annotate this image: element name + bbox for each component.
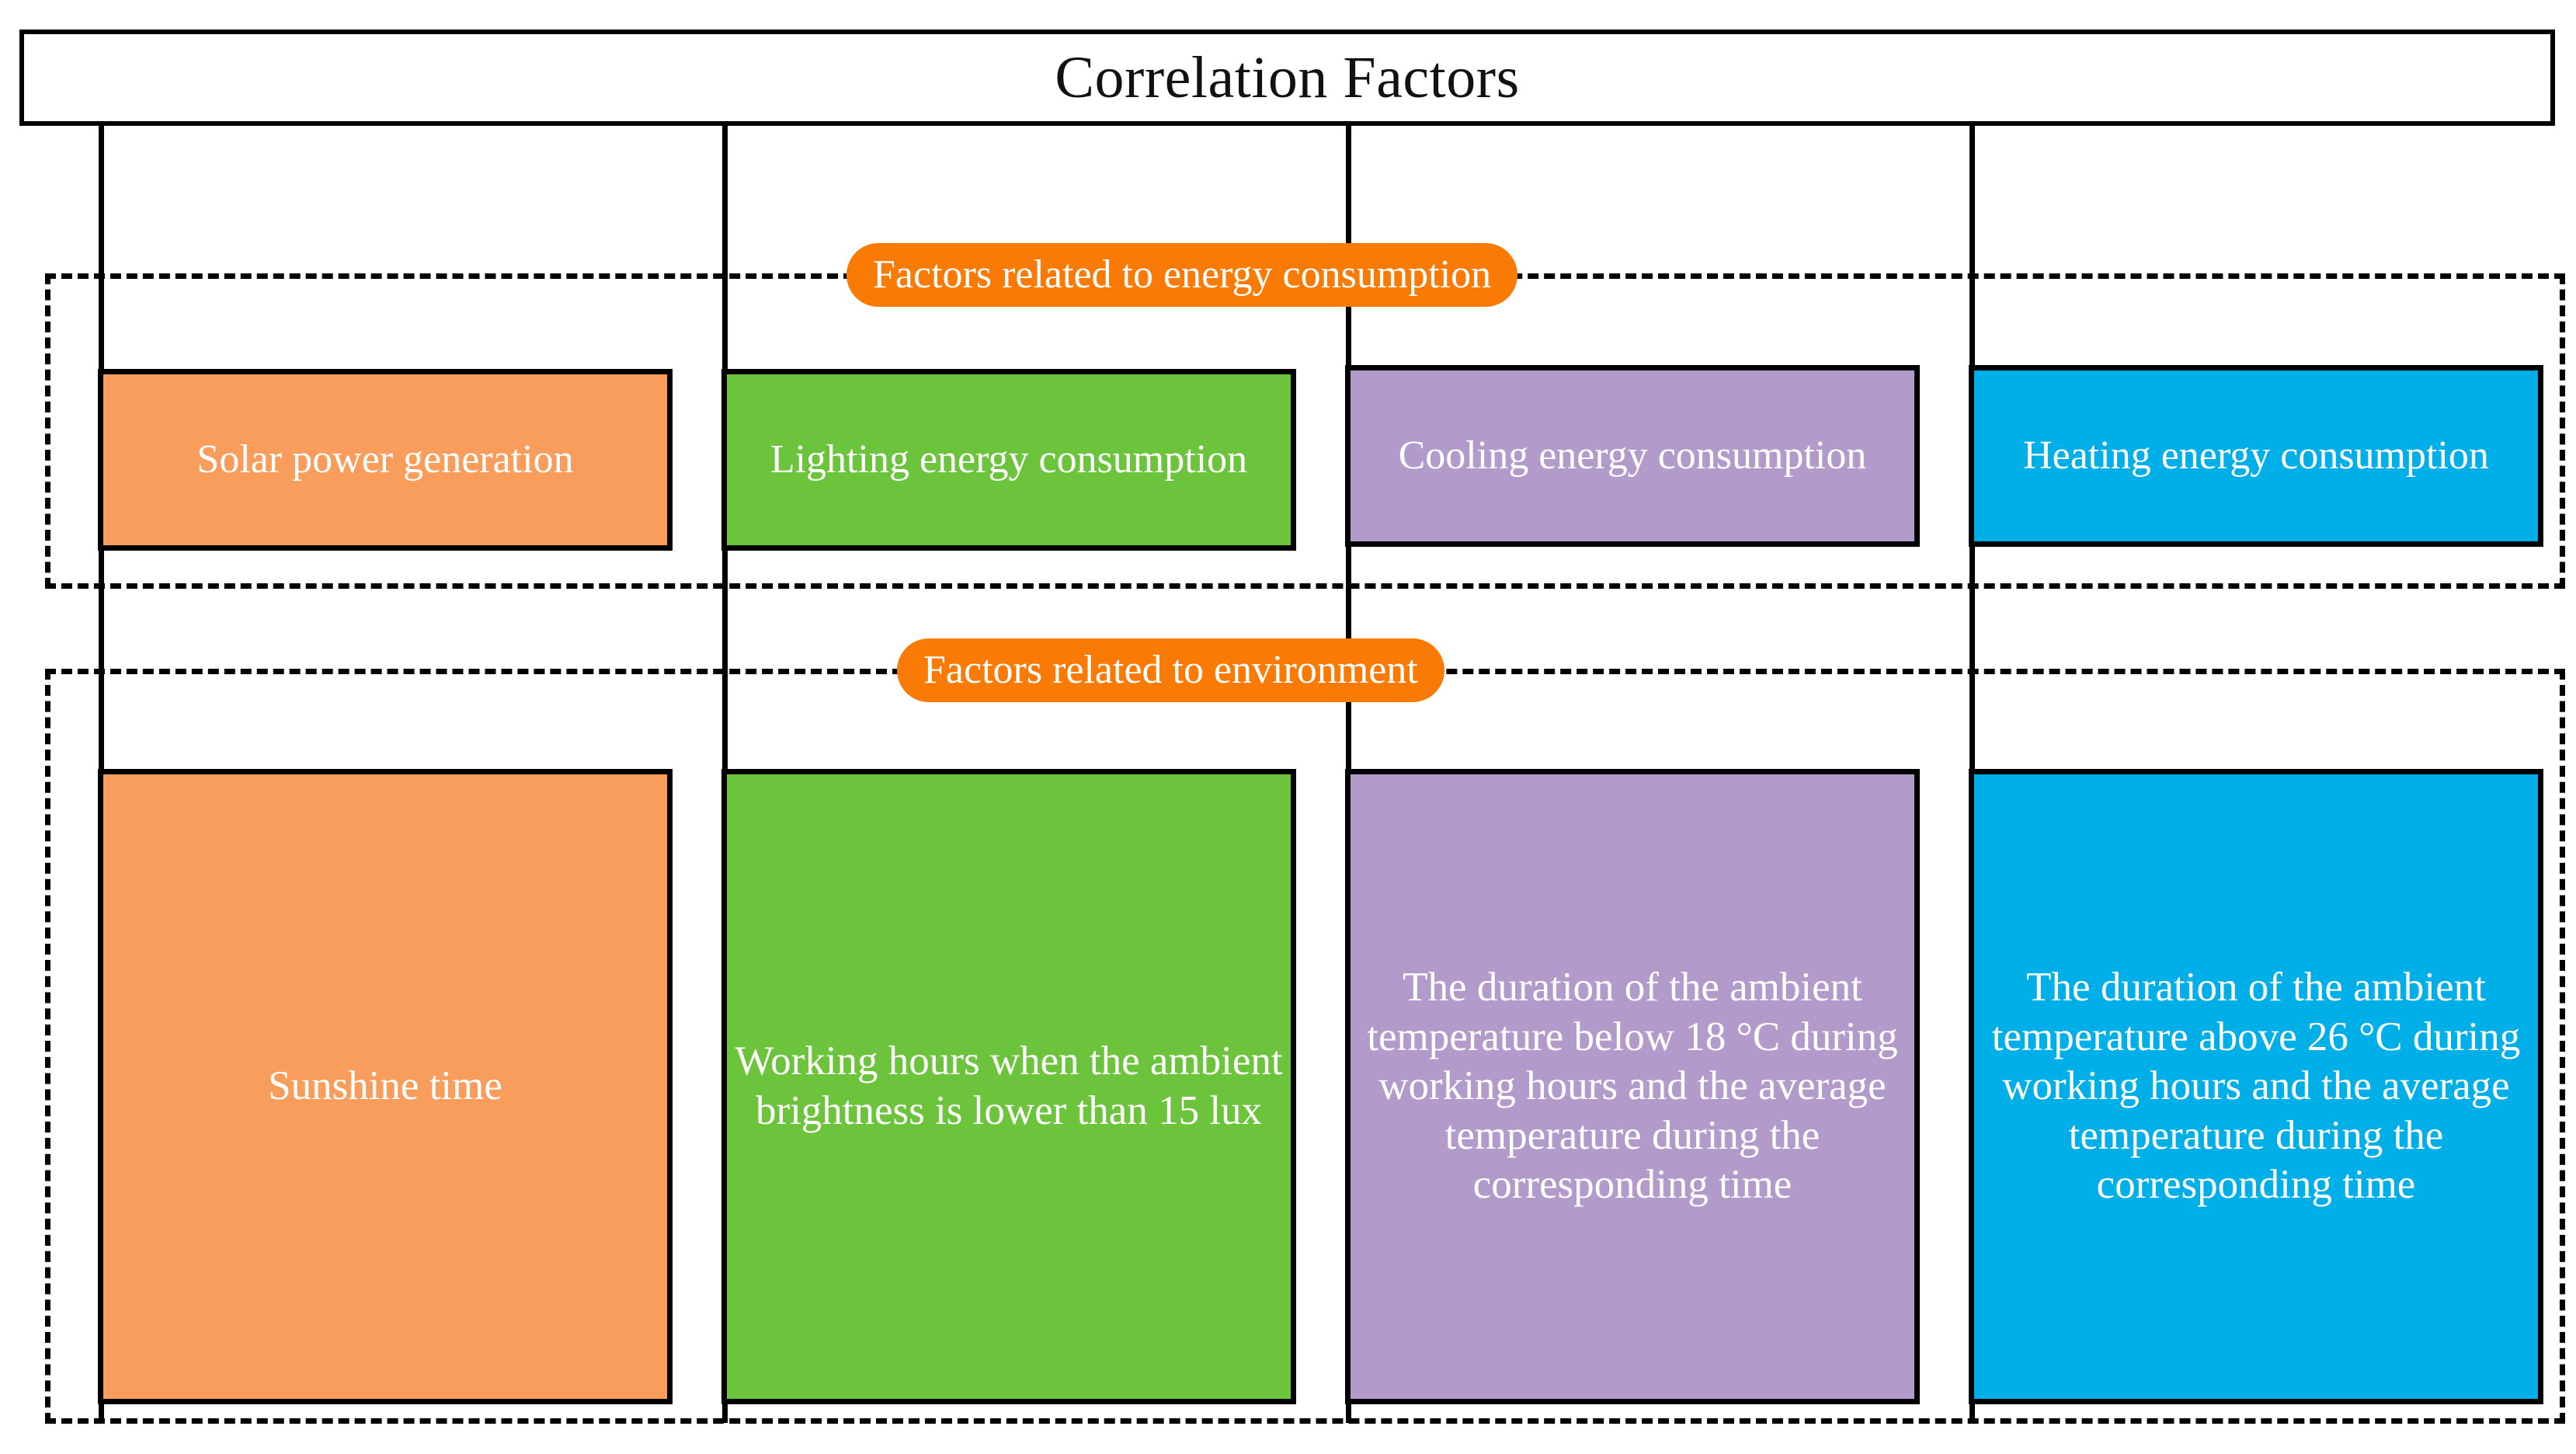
node-working-hours-low-brightness[interactable]: Working hours when the ambient brightnes… (721, 769, 1296, 1404)
node-solar-power-generation[interactable]: Solar power generation (98, 369, 673, 551)
node-sunshine-time[interactable]: Sunshine time (98, 769, 673, 1404)
node-cooling-energy-consumption[interactable]: Cooling energy consumption (1345, 365, 1920, 547)
group-badge-label-environment: Factors related to environment (923, 648, 1418, 692)
node-label: Cooling energy consumption (1398, 433, 1867, 478)
node-label: Solar power generation (196, 437, 574, 482)
group-badge-environment: Factors related to environment (897, 638, 1444, 702)
node-label: The duration of the ambient temperature … (1367, 965, 1898, 1208)
node-label: Heating energy consumption (2023, 433, 2489, 478)
node-label: The duration of the ambient temperature … (1991, 965, 2521, 1208)
node-heating-energy-consumption[interactable]: Heating energy consumption (1969, 365, 2543, 547)
node-duration-below-18c[interactable]: The duration of the ambient temperature … (1345, 769, 1920, 1404)
diagram-title-box: Correlation Factors (19, 30, 2555, 126)
node-duration-above-26c[interactable]: The duration of the ambient temperature … (1969, 769, 2543, 1404)
node-label: Sunshine time (268, 1063, 502, 1109)
node-label: Lighting energy consumption (770, 437, 1248, 482)
node-lighting-energy-consumption[interactable]: Lighting energy consumption (721, 369, 1296, 551)
node-label: Working hours when the ambient brightnes… (735, 1038, 1283, 1133)
page-title: Correlation Factors (1055, 45, 1520, 110)
group-badge-energy-consumption: Factors related to energy consumption (846, 243, 1518, 307)
group-badge-label-energy: Factors related to energy consumption (873, 252, 1492, 297)
